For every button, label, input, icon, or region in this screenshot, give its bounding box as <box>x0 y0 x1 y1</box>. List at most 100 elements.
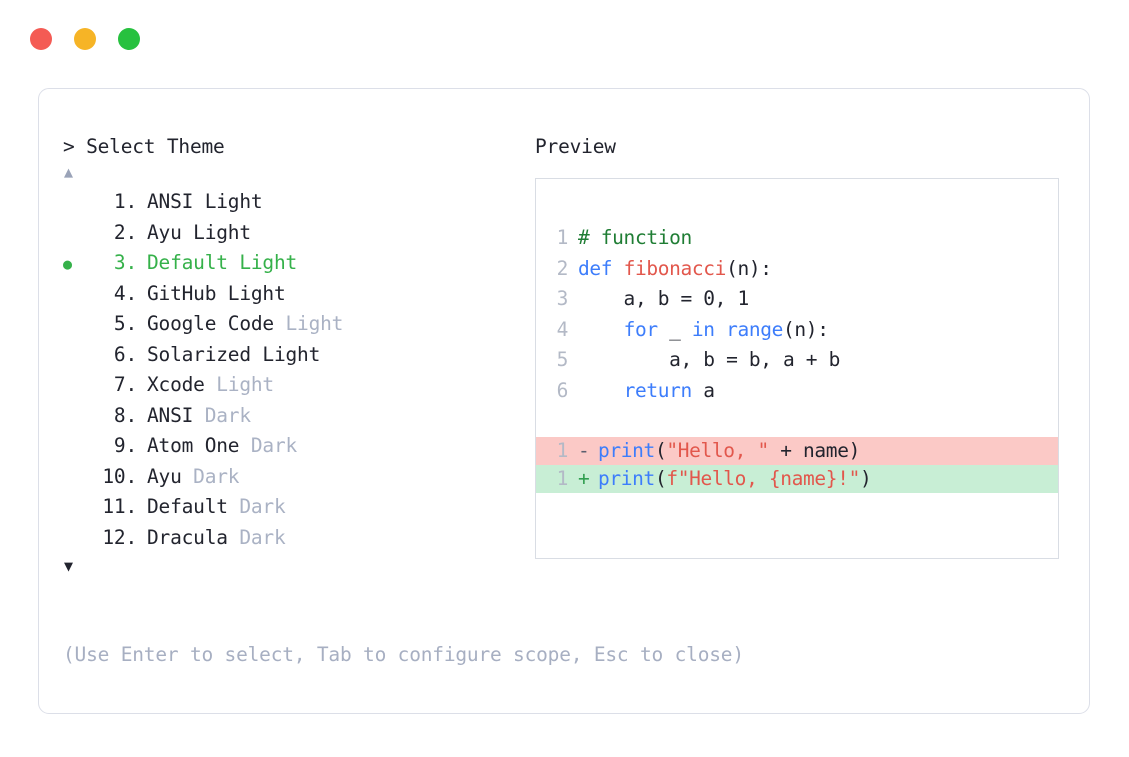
code-token-keyword: return <box>623 378 693 402</box>
theme-item-variant: Dark <box>239 525 286 549</box>
window-controls <box>30 28 140 50</box>
theme-item-name: GitHub Light <box>147 281 286 305</box>
theme-item-name: Dracula Dark <box>147 525 286 549</box>
bullet-placeholder <box>63 188 91 219</box>
theme-list-item[interactable]: 4. GitHub Light <box>63 279 533 310</box>
theme-item-name: Default Dark <box>147 495 286 518</box>
theme-item-number: 10. <box>102 464 137 488</box>
theme-item-name: ANSI Dark <box>147 403 251 427</box>
theme-item-number: 1. <box>113 190 137 213</box>
theme-item-number: 8. <box>113 403 137 427</box>
theme-item-variant: Light <box>227 281 286 305</box>
diff-line-del: 1-print("Hello, " + name) <box>536 437 1058 466</box>
theme-item-variant: Light <box>239 251 298 274</box>
bullet-placeholder <box>63 341 91 372</box>
theme-list-item[interactable]: 2. Ayu Light <box>63 218 533 249</box>
diff-sign-del: - <box>578 439 590 463</box>
theme-item-name: ANSI Light <box>147 190 263 213</box>
theme-item-name: Google Code Light <box>147 312 344 335</box>
code-line: 4 for _ in range(n): <box>536 315 1058 346</box>
theme-item-number: 7. <box>113 373 137 396</box>
code-token-keyword: for <box>623 317 659 341</box>
code-token-comment: # function <box>578 226 692 249</box>
diff-sign-add: + <box>578 467 590 491</box>
code-line: 1 # function <box>536 223 1058 254</box>
theme-list-item[interactable]: 12.Dracula Dark <box>63 523 533 554</box>
theme-list-item[interactable]: 1. ANSI Light <box>63 187 533 218</box>
code-token-plain: + name) <box>768 439 860 463</box>
code-token-plain: _ <box>657 317 692 341</box>
theme-list-item[interactable]: 7. Xcode Light <box>63 370 533 401</box>
theme-item-name: Solarized Light <box>147 342 321 366</box>
bullet-placeholder <box>63 463 91 494</box>
diff-line-text: print(f"Hello, {name}!") <box>598 465 872 493</box>
code-token-plain: a <box>691 378 715 402</box>
code-line-text: # function <box>578 223 692 254</box>
code-line: 3 a, b = 0, 1 <box>536 284 1058 315</box>
code-token-plain <box>578 379 624 402</box>
code-token-builtin: range <box>726 317 784 341</box>
code-token-string: "Hello, " <box>666 439 769 463</box>
theme-item-variant: Light <box>204 190 263 213</box>
scroll-down-arrow-icon[interactable]: ▼ <box>64 557 74 575</box>
zoom-window-button[interactable] <box>118 28 140 50</box>
bullet-placeholder <box>63 402 91 433</box>
minimize-window-button[interactable] <box>74 28 96 50</box>
theme-list-item[interactable]: 10.Ayu Dark <box>63 462 533 493</box>
code-token-plain: ( <box>654 439 667 463</box>
code-token-plain: ) <box>859 467 872 491</box>
code-line-number: 5 <box>556 348 569 372</box>
code-token-plain <box>578 318 624 341</box>
code-token-plain: ( <box>654 467 667 491</box>
code-line-number: 3 <box>556 287 569 311</box>
theme-list-item[interactable]: 9.Atom One Dark <box>63 431 533 462</box>
theme-item-number: 11. <box>102 495 137 518</box>
theme-picker-card: > Select Theme ▲ 1.ANSI Light 2.Ayu Ligh… <box>38 88 1090 714</box>
theme-item-number: 9. <box>113 434 137 457</box>
theme-item-number: 5. <box>113 312 137 335</box>
bullet-placeholder <box>63 219 91 250</box>
code-token-plain: a, b = b, a + b <box>578 348 840 372</box>
code-token-builtin: print <box>598 439 655 463</box>
code-token-string: f"Hello, {name}!" <box>666 467 860 491</box>
theme-item-number: 3. <box>113 251 137 274</box>
diff-line-add: 1 + print(f"Hello, {name}!") <box>536 465 1058 494</box>
theme-list-item[interactable]: 5. Google Code Light <box>63 309 533 340</box>
preview-title: Preview <box>535 135 616 158</box>
selected-bullet-icon: ● <box>63 255 72 273</box>
code-line-number: 2 <box>556 256 569 280</box>
code-line-text: for _ in range(n): <box>578 315 829 346</box>
diff-line-number: 1 <box>556 467 569 491</box>
theme-item-variant: Light <box>262 342 321 366</box>
theme-item-name: Xcode Light <box>147 373 274 396</box>
code-line-text: def fibonacci(n): <box>578 254 772 285</box>
theme-list-item[interactable]: 8. ANSI Dark <box>63 401 533 432</box>
theme-item-variant: Dark <box>239 495 286 518</box>
scroll-up-arrow-icon[interactable]: ▲ <box>64 163 74 181</box>
code-line-number: 1 <box>556 226 569 249</box>
code-line-text: return a <box>578 376 715 407</box>
close-window-button[interactable] <box>30 28 52 50</box>
code-token-plain: a, b = 0, 1 <box>578 287 750 311</box>
theme-item-name: Ayu Light <box>147 220 251 244</box>
keyboard-help-text: (Use Enter to select, Tab to configure s… <box>63 643 744 666</box>
code-token-keyword: in <box>691 317 715 341</box>
code-token-plain <box>715 318 726 341</box>
theme-list-item[interactable]: 11. Default Dark <box>63 492 533 523</box>
code-line: 5 a, b = b, a + b <box>536 345 1058 376</box>
bullet-placeholder <box>63 280 91 311</box>
bullet-placeholder <box>63 371 91 402</box>
bullet-placeholder <box>63 310 91 341</box>
theme-list-item[interactable]: ● 3. Default Light <box>63 248 533 279</box>
code-line: 2 def fibonacci(n): <box>536 254 1058 285</box>
theme-item-variant: Light <box>193 220 251 244</box>
bullet-placeholder <box>63 432 91 463</box>
theme-list-item[interactable]: 6.Solarized Light <box>63 340 533 371</box>
theme-item-variant: Light <box>216 373 274 396</box>
code-line-text: a, b = b, a + b <box>578 345 840 376</box>
code-line: 6 return a <box>536 376 1058 407</box>
theme-item-number: 2. <box>113 220 137 244</box>
theme-item-name: Default Light <box>147 251 298 274</box>
theme-item-number: 4. <box>113 281 137 305</box>
